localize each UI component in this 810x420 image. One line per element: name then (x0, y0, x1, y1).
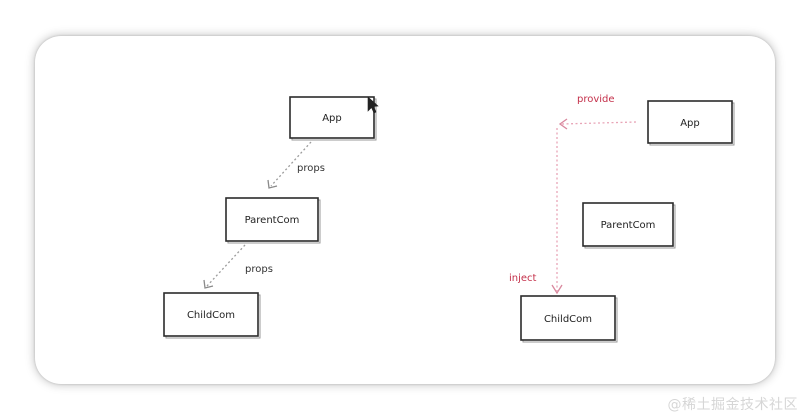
right-child-label: ChildCom (544, 314, 592, 325)
left-app-node: App (289, 96, 377, 141)
inject-label: inject (509, 273, 537, 284)
left-parent-label: ParentCom (245, 215, 300, 226)
diagram-svg: App props ParentCom props ChildCom (163, 94, 735, 343)
right-child-node: ChildCom (520, 295, 618, 343)
right-provide-inject-arrow (551, 118, 637, 295)
right-parent-label: ParentCom (601, 220, 656, 231)
left-parent-node: ParentCom (225, 197, 321, 244)
watermark: @稀土掘金技术社区 (667, 397, 798, 413)
provide-label: provide (577, 94, 615, 105)
right-parent-node: ParentCom (582, 202, 676, 249)
right-app-node: App (647, 100, 735, 146)
left-edge-app-parent (267, 141, 312, 189)
left-edge-label-1: props (297, 163, 325, 174)
left-child-node: ChildCom (163, 292, 261, 339)
left-child-label: ChildCom (187, 310, 235, 321)
right-app-label: App (680, 118, 700, 129)
left-app-label: App (322, 113, 342, 124)
left-edge-parent-child (203, 244, 246, 289)
mouse-pointer-icon (367, 96, 379, 114)
left-edge-label-2: props (245, 264, 273, 275)
diagram-canvas: App props ParentCom props ChildCom (35, 36, 775, 384)
